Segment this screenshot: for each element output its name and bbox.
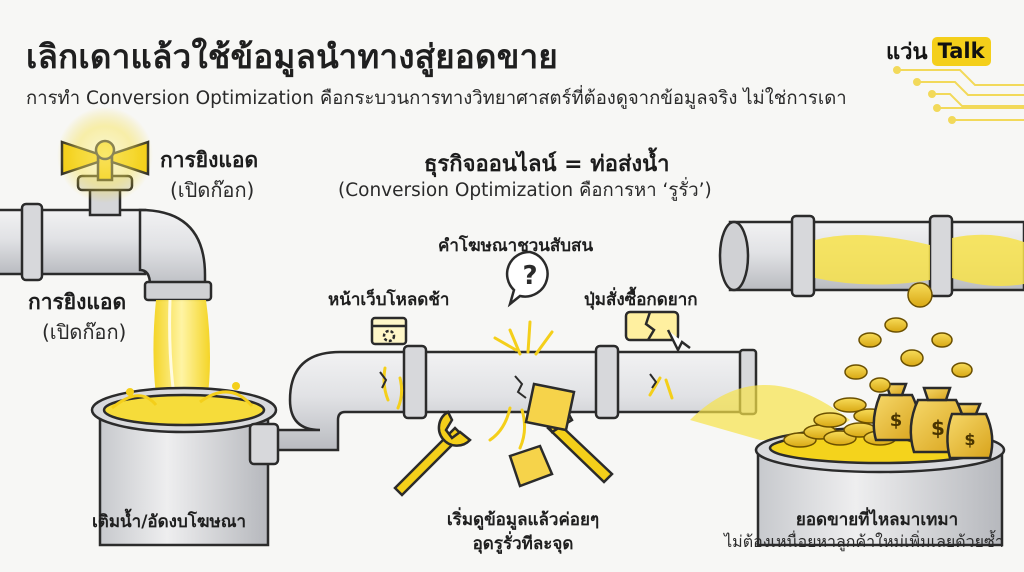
falling-coins xyxy=(844,282,973,393)
page-title: เลิกเดาแล้วใช้ข้อมูลนำทางสู่ยอดขาย xyxy=(26,37,559,76)
bucket xyxy=(90,382,278,547)
sales-title: ยอดขายที่ไหลมาเทมา xyxy=(795,510,959,530)
center-subtitle: (Conversion Optimization คือการหา ‘รูรั่… xyxy=(338,180,712,201)
page-subtitle: การทำ Conversion Optimization คือกระบวนก… xyxy=(26,88,847,109)
cracks xyxy=(379,371,658,399)
question-mark: ? xyxy=(522,261,537,291)
ads-top-sublabel: (เปิดก๊อก) xyxy=(170,178,255,202)
faucet-handle-glow xyxy=(57,107,153,203)
brand-part1: แว่น xyxy=(886,40,928,65)
svg-text:$: $ xyxy=(964,430,975,449)
fix-label-line1: เริ่มดูข้อมูลแล้วค่อยๆ xyxy=(446,510,600,530)
question-bubble-icon: ? xyxy=(505,250,549,308)
circuit-lines-decoration xyxy=(893,66,1024,124)
patch-icon-small xyxy=(508,444,554,488)
sales-subtitle: ไม่ต้องเหนื่อยหาลูกค้าใหม่เพิ่มเลยด้วยซ้… xyxy=(724,532,1004,551)
ads-left-label: การยิงแอด xyxy=(28,290,127,314)
brand-part2: Talk xyxy=(931,37,991,66)
confusing-ads-label: คำโฆษณาชวนสับสน xyxy=(438,236,594,256)
money-bag-icon xyxy=(872,382,994,460)
fix-label-line2: อุดรูรั่วทีละจุด xyxy=(472,534,574,554)
ads-top-label: การยิงแอด xyxy=(160,148,259,172)
brand-logo: แว่น Talk xyxy=(886,34,991,69)
ads-left-sublabel: (เปิดก๊อก) xyxy=(42,320,127,344)
dollar-sign-icons: $ $ $ xyxy=(890,410,976,449)
wrench-icon-left xyxy=(393,410,472,497)
slow-browser-icon xyxy=(370,316,408,346)
broken-button-icon xyxy=(624,310,691,353)
refill-label: เติมน้ำ/อัดงบโฆษณา xyxy=(92,512,247,532)
svg-text:$: $ xyxy=(931,416,945,440)
center-title: ธุรกิจออนไลน์ = ท่อส่งน้ำ xyxy=(424,152,670,177)
svg-text:$: $ xyxy=(890,410,903,431)
leaky-pipe xyxy=(248,344,758,466)
patch-icon-large xyxy=(524,382,576,432)
slow-page-label: หน้าเว็บโหลดช้า xyxy=(328,290,450,310)
hard-button-label: ปุ่มสั่งซื้อกดยาก xyxy=(584,290,698,310)
